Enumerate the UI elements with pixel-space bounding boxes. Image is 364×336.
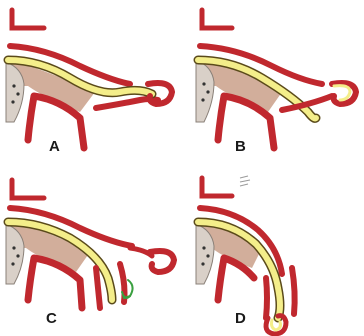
- panel-b: B: [182, 0, 364, 168]
- panel-b-label: B: [235, 138, 246, 155]
- panel-c-label: C: [46, 310, 57, 327]
- panel-a-drawing: [0, 0, 182, 168]
- panel-d: D: [182, 168, 364, 336]
- wall-corner-marker: [12, 10, 44, 28]
- wall-corner-marker: [202, 178, 232, 196]
- wall-corner-marker: [202, 10, 232, 28]
- wall-corner-marker: [12, 180, 44, 198]
- panel-a-label: A: [49, 138, 60, 155]
- panel-c-drawing: [0, 168, 182, 336]
- panel-d-label: D: [235, 310, 246, 327]
- sketch-marks: [240, 176, 250, 186]
- panel-c: C: [0, 168, 182, 336]
- catheter-tip-hook: [148, 83, 172, 104]
- panel-a: A: [0, 0, 182, 168]
- panel-b-drawing: [182, 0, 364, 168]
- panel-d-drawing: [182, 168, 364, 336]
